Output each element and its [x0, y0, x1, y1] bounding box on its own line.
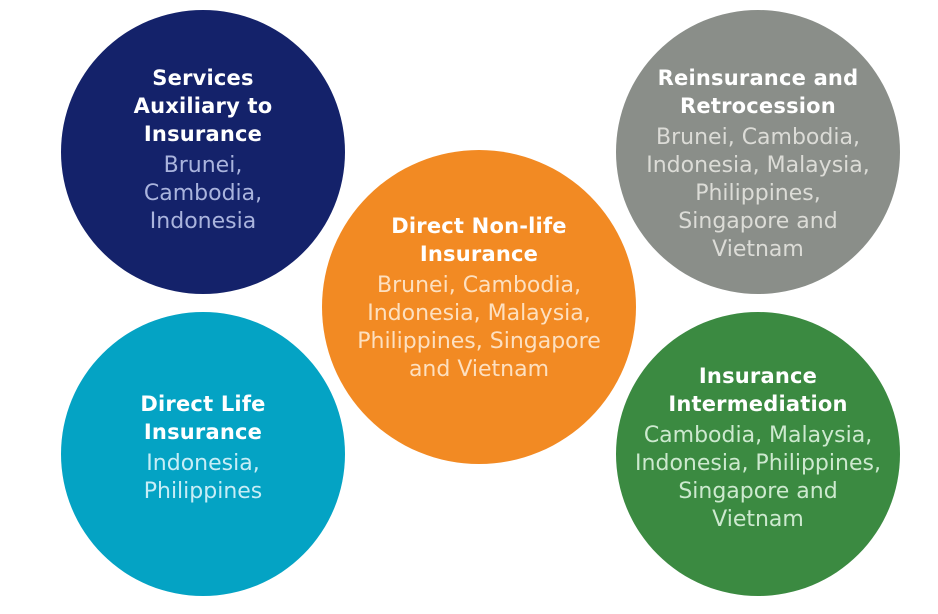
intermediation-title: Insurance Intermediation — [668, 364, 848, 416]
services-auxiliary-circle: Services Auxiliary to Insurance Brunei, … — [61, 10, 345, 294]
direct-life-countries: Indonesia, Philippines — [143, 451, 263, 504]
direct-nonlife-countries: Brunei, Cambodia, Indonesia, Malaysia, P… — [357, 273, 601, 382]
direct-nonlife-circle: Direct Non-life Insurance Brunei, Cambod… — [322, 150, 636, 464]
reinsurance-countries: Brunei, Cambodia, Indonesia, Malaysia, P… — [646, 125, 870, 262]
reinsurance-circle: Reinsurance and Retrocession Brunei, Cam… — [616, 10, 900, 294]
intermediation-countries: Cambodia, Malaysia, Indonesia, Philippin… — [635, 423, 881, 532]
reinsurance-title: Reinsurance and Retrocession — [657, 66, 859, 118]
intermediation-circle: Insurance Intermediation Cambodia, Malay… — [616, 312, 900, 596]
services-auxiliary-countries: Brunei, Cambodia, Indonesia — [143, 153, 263, 234]
direct-nonlife-title: Direct Non-life Insurance — [391, 214, 567, 266]
direct-life-title: Direct Life Insurance — [140, 392, 266, 444]
direct-life-circle: Direct Life Insurance Indonesia, Philipp… — [61, 312, 345, 596]
services-auxiliary-title: Services Auxiliary to Insurance — [133, 66, 273, 146]
